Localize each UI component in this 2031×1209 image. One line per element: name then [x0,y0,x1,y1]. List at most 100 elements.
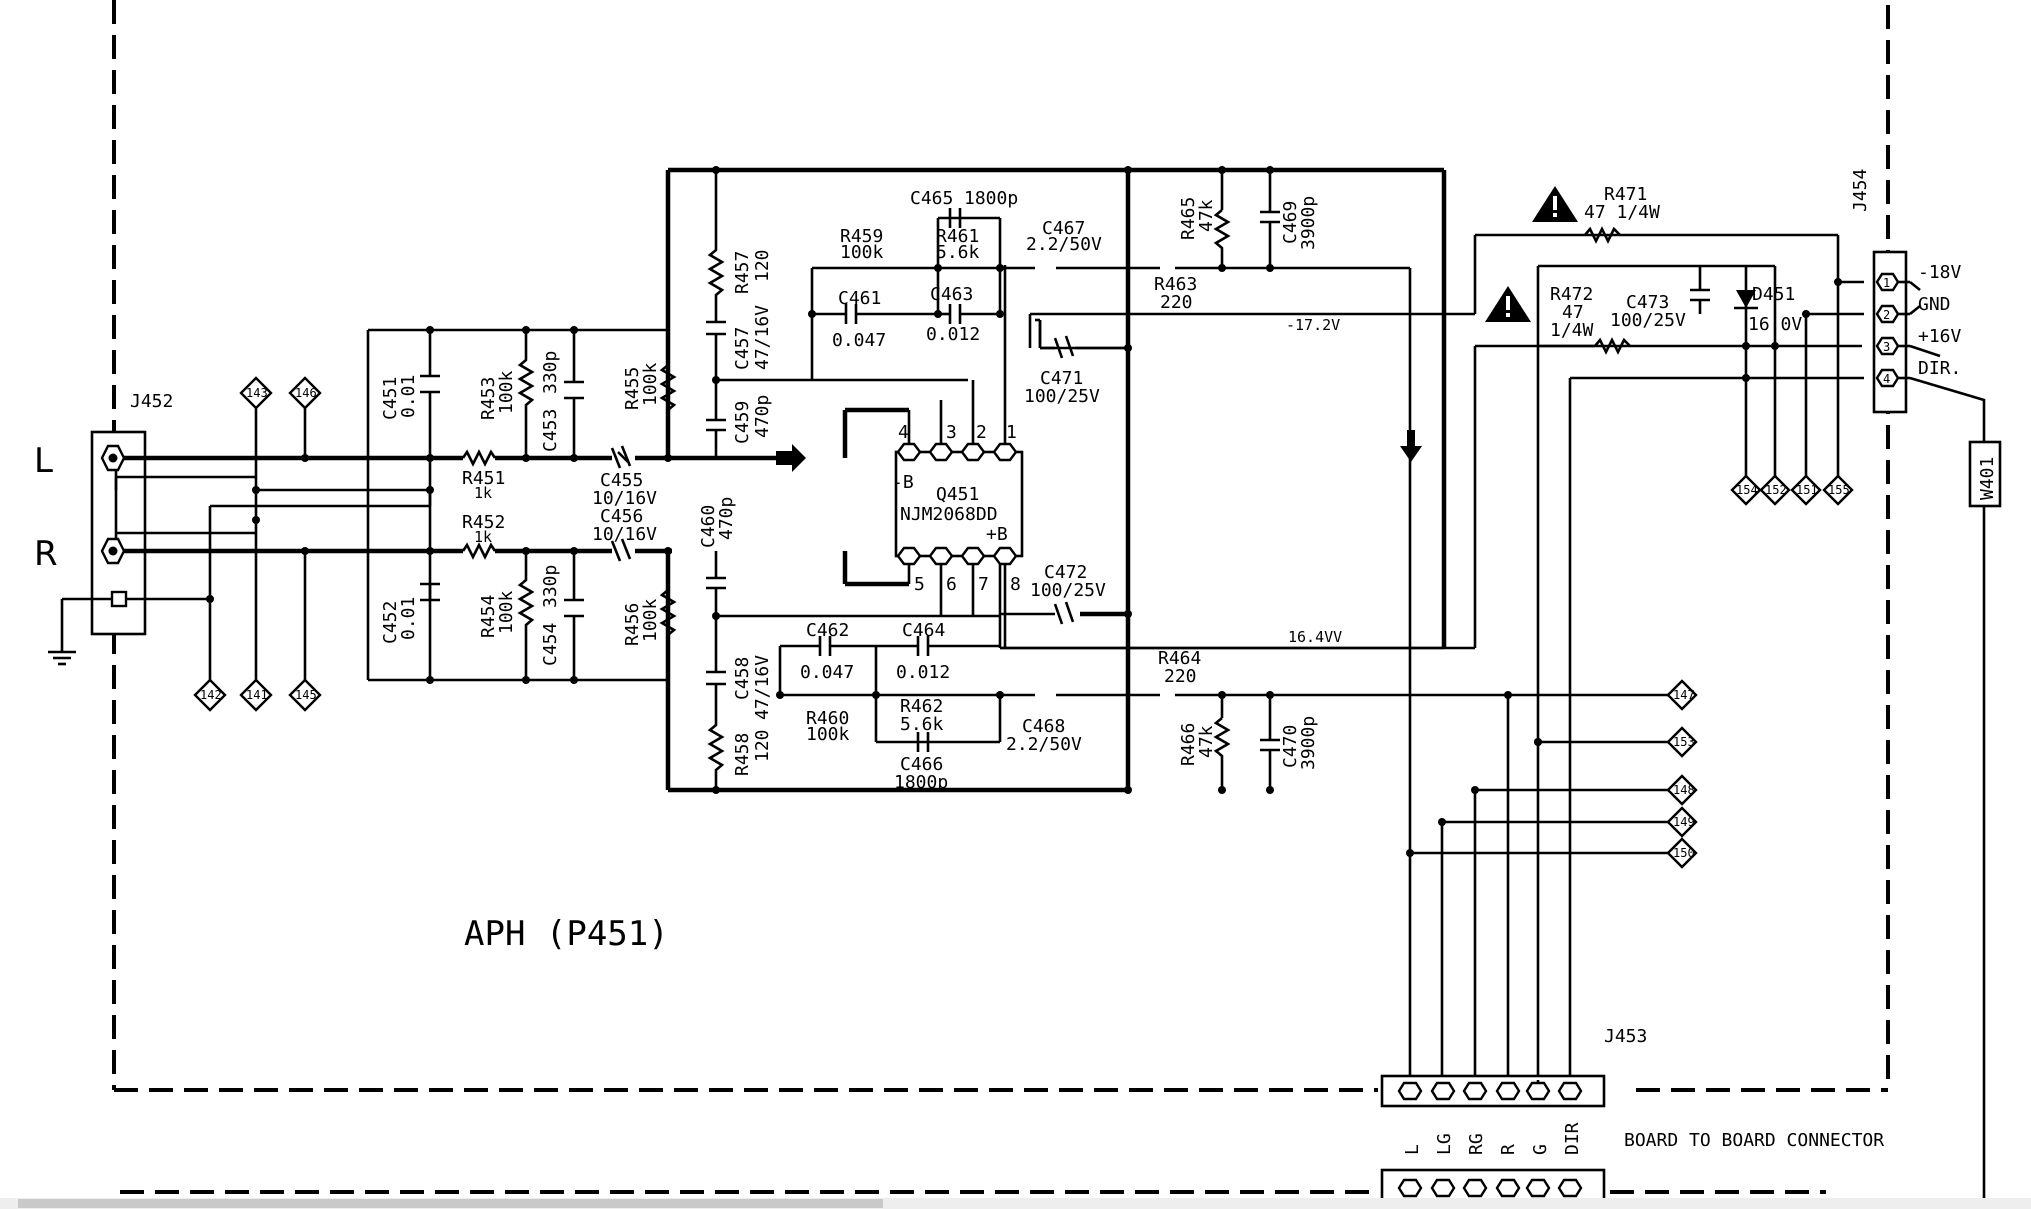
j454-pin-4-label: DIR. [1918,358,1961,379]
horizontal-scrollbar[interactable] [0,1198,2031,1209]
test-point-143: 143 [246,386,268,400]
c459-value: 470p [752,395,773,438]
c469-value: 3900p [1298,196,1319,250]
c473-symbol [1690,266,1710,314]
r464-value: 220 [1164,666,1197,687]
r455-ref: R455 [622,367,643,410]
warning-icon [1532,186,1578,222]
r451-value: 1k [474,484,492,502]
r462-value: 5.6k [900,714,944,735]
feedback-network-bottom [776,636,1668,790]
ic-ref: Q451 [936,484,979,505]
j453-pin-l: L [1402,1144,1423,1155]
signal-arrow-icon [776,444,806,472]
ic-pin-4: 4 [898,422,909,443]
c471-ref: C471 [1040,368,1083,389]
c456-symbol [610,538,632,562]
test-point-150: 150 [1673,846,1695,860]
test-point-145: 145 [295,688,317,702]
ground-symbol [48,597,112,666]
r458-value: 120 [752,729,773,762]
c451-ref: C451 [380,377,401,420]
c458-ref: C458 [732,657,753,700]
neg-rail-voltage: -17.2V [1286,316,1340,334]
c454-ref: C454 [540,623,561,666]
test-points-right [1730,474,1854,506]
pos-rail-voltage: 16.4VV [1288,628,1342,646]
r465-value: 47k [1196,199,1217,232]
c461-ref: C461 [838,288,881,309]
ic-pin-6: 6 [946,574,957,595]
test-point-141: 141 [246,688,268,702]
r452-symbol [461,542,497,560]
test-point-148: 148 [1673,783,1695,797]
j453-label: J453 [1604,1026,1647,1047]
c466-ref: C466 [900,754,943,775]
c468-ref: C468 [1022,716,1065,737]
c457-value: 47/16V [752,305,773,370]
r453-value: 100k [496,370,517,414]
test-point-147: 147 [1673,688,1695,702]
r471-ref: R471 [1604,184,1647,205]
j454-pin-3-num: 3 [1883,340,1890,354]
r460-ref: R460 [806,708,849,729]
c461-value: 0.047 [832,330,886,351]
d451-ref: D451 [1752,284,1795,305]
c472-ref: C472 [1044,562,1087,583]
c472-symbol [1000,601,1132,625]
scrollbar-thumb[interactable] [18,1199,883,1208]
r462-ref: R462 [900,696,943,717]
connector-j452 [90,430,147,636]
r463-value: 220 [1160,292,1193,313]
r461-value: 5.6k [936,242,980,263]
j453-pin-lg: LG [1434,1133,1455,1155]
decoupling-top [706,170,968,458]
w401-label: W401 [1977,457,1998,500]
r457-value: 120 [752,249,773,282]
ic-pin-8: 8 [1010,574,1021,595]
c462-value: 0.047 [800,662,854,683]
r459-ref: R459 [840,226,883,247]
test-point-151: 151 [1796,483,1818,497]
r459-value: 100k [840,242,884,263]
decoupling-bottom [706,551,1000,790]
test-point-153: 153 [1673,735,1695,749]
c454-value: 330p [540,565,561,608]
c453-ref: C453 [540,409,561,452]
test-point-154: 154 [1736,483,1758,497]
channel-right-label: R [34,534,58,574]
r452-value: 1k [474,528,492,546]
r451-symbol [461,449,497,467]
r460-value: 100k [806,724,850,745]
r466-value: 47k [1196,725,1217,758]
connector-j454 [1872,250,1986,442]
c471-value: 100/25V [1024,386,1100,407]
j452-label: J452 [130,391,173,412]
r464-ref: R464 [1158,648,1201,669]
r461-ref: R461 [936,226,979,247]
c465-ref: C465 [910,188,953,209]
j454-pin-2-num: 2 [1883,308,1890,322]
ic-q451 [842,265,1128,648]
w401-cable [1968,440,2002,1200]
r455-value: 100k [640,362,661,406]
input-filter-network [366,326,677,684]
r471-symbol [1584,226,1621,244]
r458-ref: R458 [732,733,753,776]
r456-value: 100k [640,598,661,642]
c455-ref: C455 [600,470,643,491]
j454-pin-1-label: -18V [1918,262,1962,283]
channel-left-label: L [34,441,53,481]
j454-pin-4-num: 4 [1883,372,1890,386]
c472-value: 100/25V [1030,580,1106,601]
c451-value: 0.01 [398,375,419,418]
ic-pin-1: 1 [1006,422,1017,443]
c470-ref: C470 [1280,725,1301,768]
r454-ref: R454 [478,595,499,638]
r472-value: 47 [1562,302,1584,323]
r472-symbol [1594,337,1631,355]
r453-ref: R453 [478,377,499,420]
c456-value: 10/16V [592,524,657,545]
c473-value: 100/25V [1610,310,1686,331]
